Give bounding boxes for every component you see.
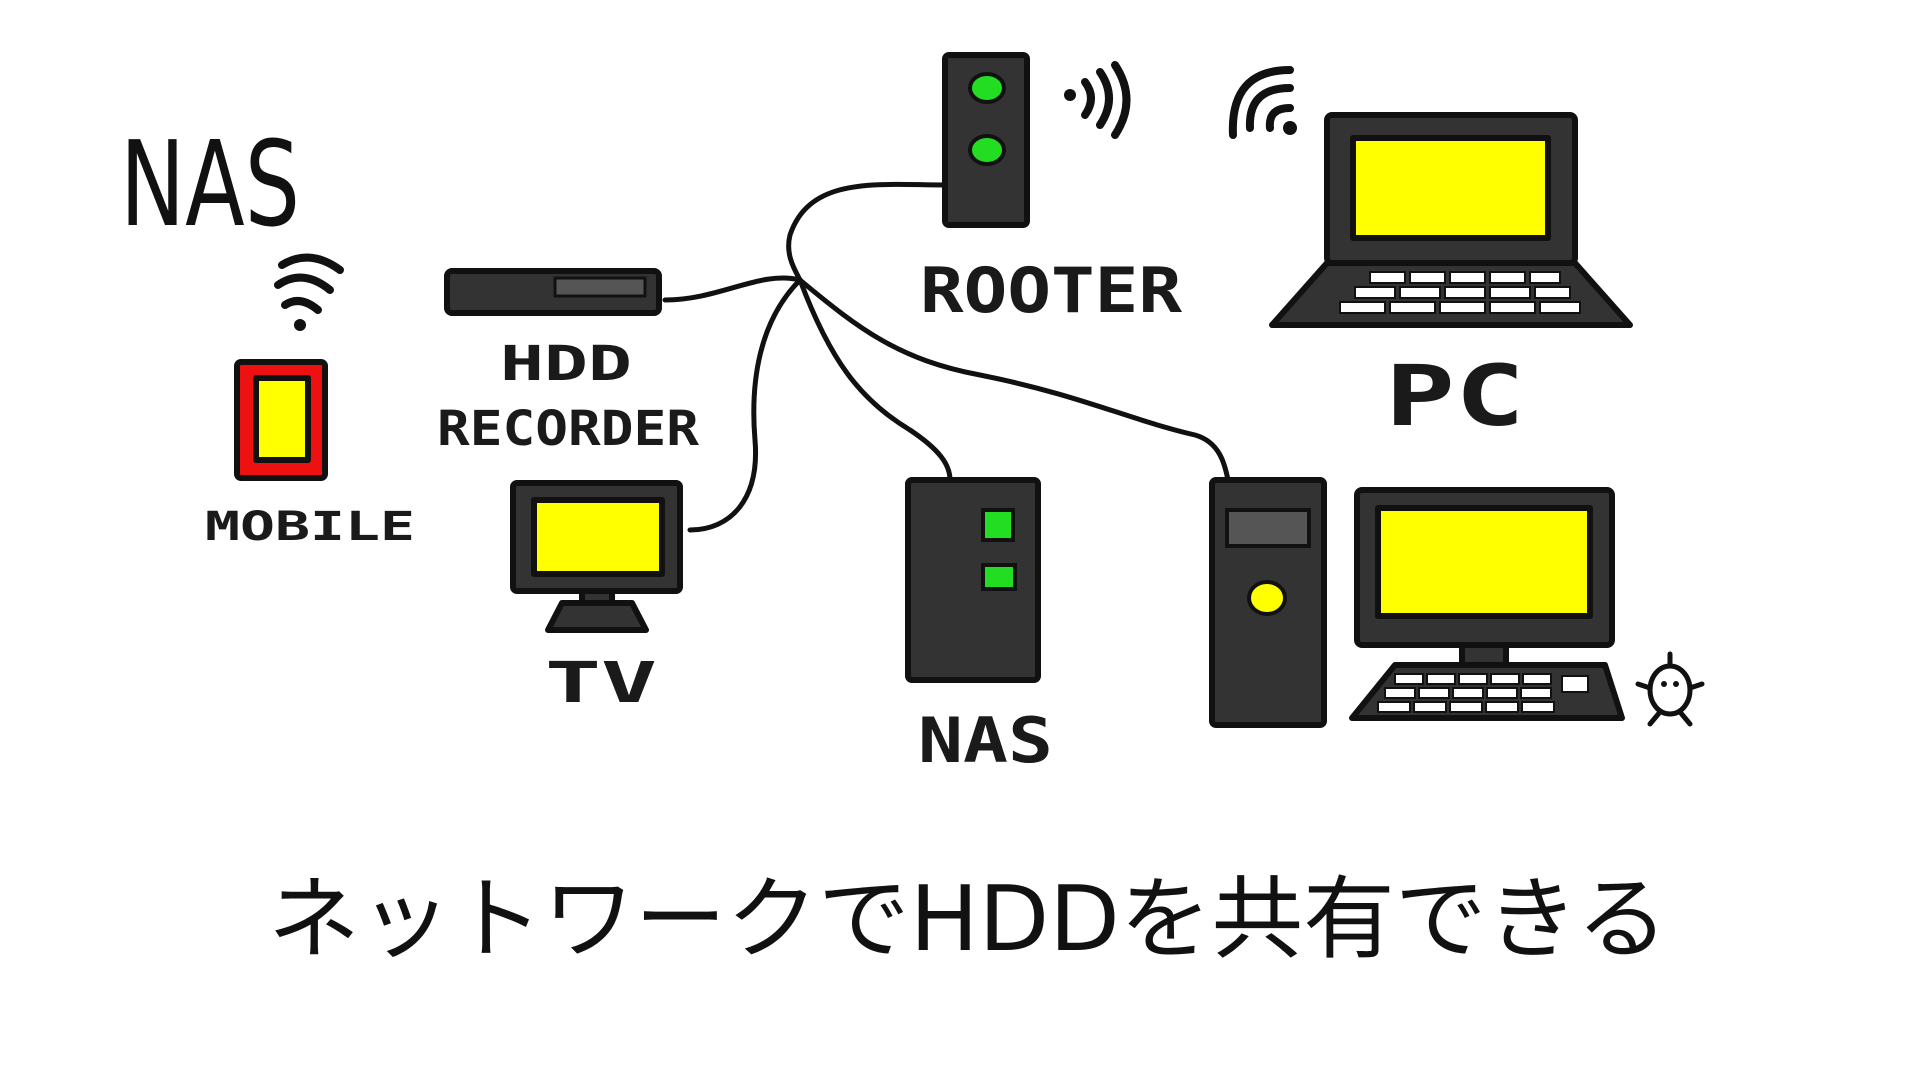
wifi-icon: [1228, 66, 1297, 139]
wifi-icon: [1064, 61, 1131, 139]
cable-pc-tower: [797, 277, 1231, 483]
laptop-pc-device: PC: [1228, 66, 1633, 445]
page-title: NAS: [120, 115, 300, 253]
mouse-icon: [1635, 651, 1705, 727]
nas-body: [905, 477, 1041, 683]
desktop-pc-device: [1209, 477, 1705, 728]
pc-label: PC: [1385, 347, 1525, 445]
cable-hdd-recorder: [662, 275, 803, 303]
cable-tv: [687, 277, 803, 533]
pc-tower-drive-bay: [1225, 508, 1311, 548]
caption: ネットワークでHDDを共有できる: [268, 867, 1668, 972]
router-device: ROOTER: [920, 52, 1183, 327]
cable-router: [786, 181, 948, 283]
hdd-recorder-label-line2: RECORDER: [437, 401, 699, 457]
cable-nas: [797, 277, 953, 483]
laptop-keyboard: [1339, 271, 1581, 314]
mobile-label: MOBILE: [205, 504, 415, 550]
nas-led-top: [981, 508, 1015, 542]
router-led-top: [968, 72, 1006, 104]
pc-tower-power-button: [1247, 580, 1287, 616]
router-led-bottom: [968, 134, 1006, 166]
hdd-recorder-slot: [553, 276, 647, 298]
hdd-recorder-label-line1: HDD: [500, 336, 632, 392]
tv-screen: [531, 497, 665, 577]
laptop-screen: [1350, 135, 1551, 241]
tv-device: TV: [510, 480, 683, 716]
mobile-screen: [253, 375, 311, 463]
mobile-device: MOBILE: [205, 253, 415, 550]
hdd-recorder-device: HDD RECORDER: [437, 268, 699, 457]
nas-label: NAS: [918, 704, 1053, 777]
router-label: ROOTER: [920, 254, 1183, 327]
pc-monitor-screen: [1375, 505, 1593, 619]
nas-device: NAS: [905, 477, 1053, 777]
network-cables: [662, 181, 1231, 533]
tv-label: TV: [545, 651, 657, 716]
pc-keyboard-keys: [1377, 673, 1589, 713]
wifi-icon: [274, 253, 344, 331]
tv-stand: [545, 600, 649, 633]
nas-led-bottom: [981, 563, 1017, 591]
